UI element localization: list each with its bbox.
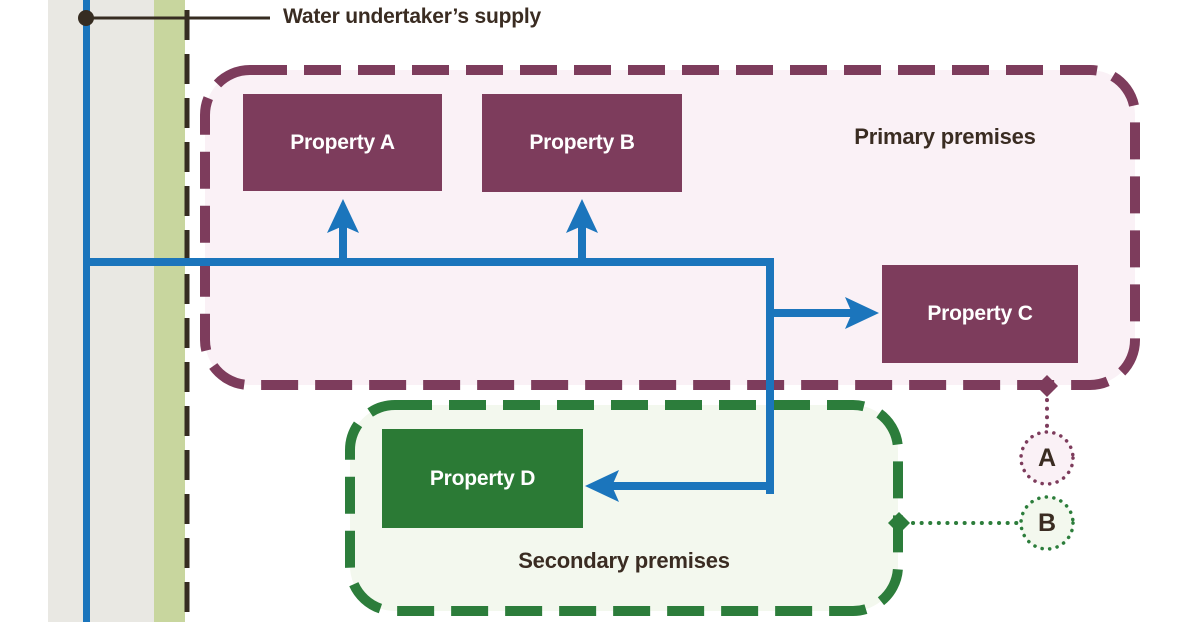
marker-a-diamond-icon: [1036, 375, 1058, 397]
property-a-box: Property A: [243, 94, 442, 191]
supply-pipe-horizontal: [86, 258, 774, 266]
arrow-left-property-d-icon: [585, 470, 619, 502]
water-main: [83, 0, 90, 622]
branch-shaft-a: [339, 222, 347, 266]
property-c-box: Property C: [882, 265, 1078, 363]
property-d-label: Property D: [429, 466, 536, 490]
property-b-box: Property B: [482, 94, 682, 192]
primary-premises-label: Primary premises: [854, 124, 1036, 149]
supply-pipe-to-d: [610, 482, 774, 490]
marker-b-circle: [1019, 495, 1075, 551]
supply-pipe-vertical: [766, 258, 774, 494]
marker-b-diamond-icon: [888, 512, 910, 534]
branch-shaft-c: [774, 309, 852, 317]
supply-connection-dot: [78, 10, 94, 26]
property-a-label: Property A: [290, 130, 395, 154]
property-d-box: Property D: [382, 429, 583, 528]
marker-a-letter: A: [1037, 443, 1057, 472]
marker-a-circle: [1019, 430, 1075, 486]
branch-shaft-b: [578, 222, 586, 266]
arrow-up-property-b-icon: [566, 199, 598, 233]
property-b-label: Property B: [529, 131, 635, 154]
road-strip: [48, 0, 154, 622]
secondary-premises-label: Secondary premises: [518, 548, 730, 573]
supply-label: Water undertaker’s supply: [283, 5, 541, 28]
marker-b-letter: B: [1037, 508, 1057, 537]
arrow-up-property-a-icon: [327, 199, 359, 233]
arrow-right-property-c-icon: [845, 297, 879, 329]
verge-strip: [154, 0, 185, 622]
property-c-label: Property C: [927, 302, 1033, 325]
